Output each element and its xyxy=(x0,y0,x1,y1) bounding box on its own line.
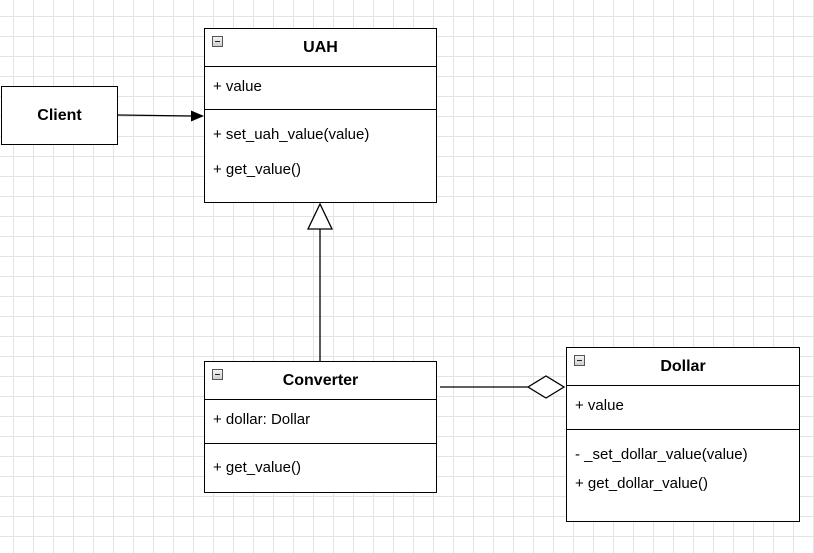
uah-attribute: + value xyxy=(213,78,262,95)
uah-class[interactable]: UAH + value + set_uah_value(value) + get… xyxy=(204,28,437,203)
converter-method: + get_value() xyxy=(213,459,301,476)
uah-class-header[interactable]: UAH xyxy=(205,29,436,67)
dollar-method: + get_dollar_value() xyxy=(575,475,709,492)
dollar-attribute: + value xyxy=(575,397,624,414)
uah-class-name: UAH xyxy=(303,38,338,56)
client-box[interactable]: Client xyxy=(1,86,118,145)
dollar-attributes: + value xyxy=(567,386,799,430)
dollar-class-header[interactable]: Dollar xyxy=(567,348,799,386)
dollar-method: - _set_dollar_value(value) xyxy=(575,446,748,463)
collapse-icon[interactable] xyxy=(212,36,223,47)
association-line-client-uah xyxy=(117,114,194,117)
client-label: Client xyxy=(37,106,82,124)
dollar-class[interactable]: Dollar + value - _set_dollar_value(value… xyxy=(566,347,800,522)
converter-class-header[interactable]: Converter xyxy=(205,362,436,400)
dollar-class-name: Dollar xyxy=(660,357,706,375)
converter-attribute: + dollar: Dollar xyxy=(213,411,311,428)
uah-method: + get_value() xyxy=(213,161,301,178)
converter-class-name: Converter xyxy=(282,371,359,389)
converter-class[interactable]: Converter + dollar: Dollar + get_value() xyxy=(204,361,437,493)
collapse-icon[interactable] xyxy=(574,355,585,366)
aggregation-diamond xyxy=(526,375,566,399)
uah-method: + set_uah_value(value) xyxy=(213,126,370,143)
collapse-icon[interactable] xyxy=(212,369,223,380)
converter-attributes: + dollar: Dollar xyxy=(205,400,436,444)
association-arrowhead xyxy=(191,110,204,122)
generalization-triangle xyxy=(306,202,334,230)
uah-attributes: + value xyxy=(205,67,436,110)
